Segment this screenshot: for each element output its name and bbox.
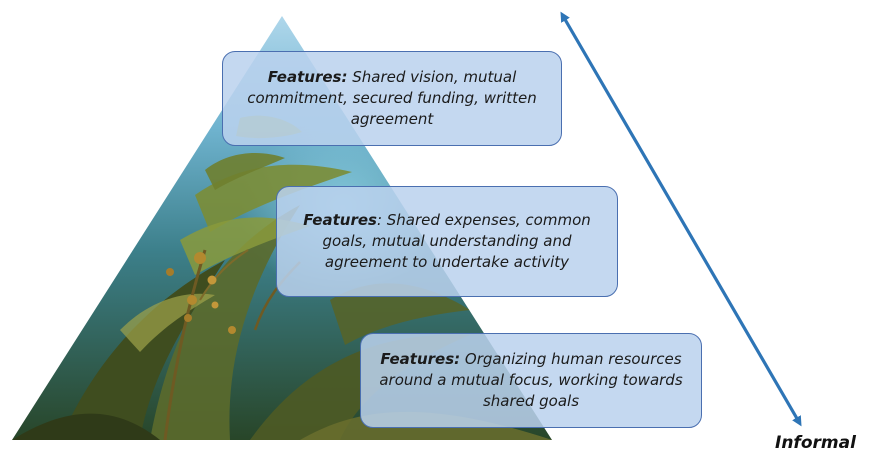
feature-description-top: Shared vision, mutual commitment, secure… (247, 68, 537, 128)
feature-text-bottom: Features: Organizing human resources aro… (373, 349, 689, 412)
informal-label: Informal (775, 433, 856, 453)
feature-box-middle: Features: Shared expenses, common goals,… (276, 186, 618, 297)
feature-text-middle: Features: Shared expenses, common goals,… (289, 210, 605, 273)
formality-double-arrow (560, 11, 802, 427)
feature-lead-middle: Features (303, 211, 377, 229)
feature-description-bottom: Organizing human resources around a mutu… (379, 350, 683, 410)
feature-text-top: Features: Shared vision, mutual commitme… (235, 67, 549, 130)
feature-box-top: Features: Shared vision, mutual commitme… (222, 51, 562, 146)
feature-description-middle: : Shared expenses, common goals, mutual … (322, 211, 591, 271)
feature-box-bottom: Features: Organizing human resources aro… (360, 333, 702, 428)
feature-lead-top: Features: (267, 68, 348, 86)
feature-lead-bottom: Features: (380, 350, 461, 368)
